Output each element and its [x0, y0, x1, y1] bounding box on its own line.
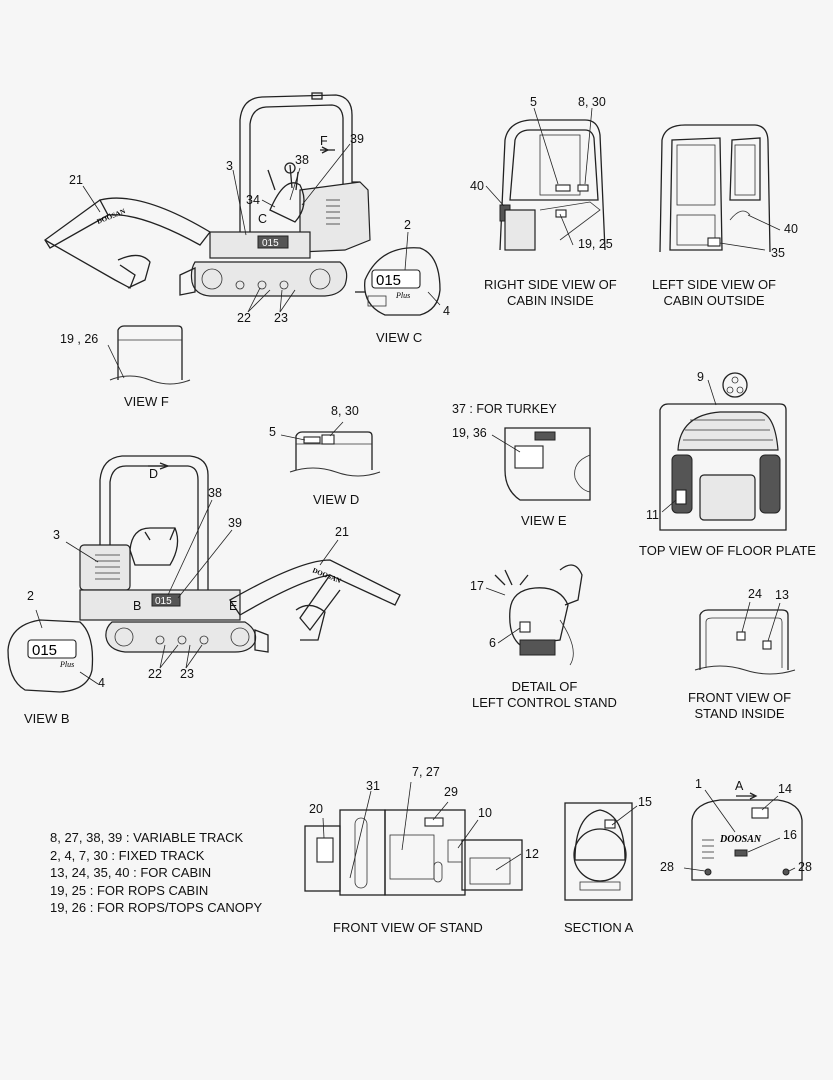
section-a-drawing — [564, 802, 638, 901]
callout-39-bottom: 39 — [228, 516, 242, 530]
callout-16: 16 — [783, 828, 797, 842]
legend-line: 19, 25 : FOR ROPS CABIN — [50, 882, 209, 898]
legend-line: 8, 27, 38, 39 : VARIABLE TRACK — [50, 830, 244, 845]
callout-39-top: 39 — [350, 132, 364, 146]
callout-19-26-view-f: 19 , 26 — [60, 332, 99, 346]
callout-10: 10 — [478, 806, 492, 820]
callout-23-top: 23 — [274, 311, 288, 325]
model-decal-view-c: 015 — [376, 272, 401, 289]
plus-decal-view-c: Plus — [395, 291, 410, 300]
control-stand-drawing — [485, 564, 583, 666]
callout-20: 20 — [309, 802, 323, 816]
boom-logo-bottom: DOOSAN — [311, 566, 342, 585]
callout-24: 24 — [748, 587, 762, 601]
callout-29: 29 — [444, 785, 458, 799]
rear-cover-drawing: DOOSAN — [683, 789, 803, 881]
callout-13: 13 — [775, 588, 789, 602]
callout-28-right: 28 — [798, 860, 812, 874]
note-37-for-turkey: 37 : FOR TURKEY — [452, 402, 557, 416]
callout-8-30-view-d: 8, 30 — [331, 404, 359, 418]
callout-17: 17 — [470, 579, 484, 593]
callout-35: 35 — [771, 246, 785, 260]
callout-31: 31 — [366, 779, 380, 793]
rear-cover-logo: DOOSAN — [719, 834, 762, 845]
legend-line: 19, 26 : FOR ROPS/TOPS CANOPY — [50, 900, 263, 915]
callout-12: 12 — [525, 847, 539, 861]
callout-14: 14 — [778, 782, 792, 796]
callout-38-top: 38 — [295, 153, 309, 167]
callout-3-bottom: 3 — [53, 528, 60, 542]
callout-5-right-cabin: 5 — [530, 95, 537, 109]
callout-19-25-right-cabin: 19, 25 — [578, 237, 613, 251]
callout-f-arrow: F — [320, 134, 328, 148]
plus-decal-view-b: Plus — [59, 660, 74, 669]
caption-front-stand: FRONT VIEW OF STAND — [333, 920, 483, 935]
callout-a-arrow: A — [735, 779, 744, 793]
caption-view-c: VIEW C — [376, 330, 423, 345]
callout-23-bottom: 23 — [180, 667, 194, 681]
callout-8-30-right-cabin: 8, 30 — [578, 95, 606, 109]
callout-15: 15 — [638, 795, 652, 809]
callout-7-27: 7, 27 — [412, 765, 440, 779]
callout-e-arrow: E — [229, 599, 238, 613]
callout-5-view-d: 5 — [269, 425, 276, 439]
callout-21-top: 21 — [69, 173, 83, 187]
callout-c-arrow: C — [258, 212, 268, 226]
boom-logo-top: DOOSAN — [96, 207, 127, 226]
view-f-drawing — [107, 325, 191, 385]
callout-40-right-cabin: 40 — [470, 179, 484, 193]
excavator-top-drawing: 015 DOOSAN 015 Plus — [44, 92, 441, 316]
view-d-drawing — [280, 421, 381, 477]
caption-view-e: VIEW E — [521, 513, 567, 528]
callout-22-top: 22 — [237, 311, 251, 325]
callout-38-bottom: 38 — [208, 486, 222, 500]
model-decal-bottom: 015 — [155, 596, 172, 607]
front-stand-drawing — [304, 781, 523, 896]
callout-34: 34 — [246, 193, 260, 207]
callout-3-top: 3 — [226, 159, 233, 173]
right-cabin-drawing — [485, 107, 606, 251]
callout-21-bottom: 21 — [335, 525, 349, 539]
callout-40-left-cabin: 40 — [784, 222, 798, 236]
caption-view-b: VIEW B — [24, 711, 70, 726]
callout-19-36: 19, 36 — [452, 426, 487, 440]
callout-28-left: 28 — [660, 860, 674, 874]
stand-inside-drawing — [694, 601, 796, 675]
view-e-drawing — [491, 427, 591, 501]
caption-view-d: VIEW D — [313, 492, 360, 507]
legend-line: 13, 24, 35, 40 : FOR CABIN — [50, 865, 212, 880]
callout-2-bottom: 2 — [27, 589, 34, 603]
model-decal-top: 015 — [262, 238, 279, 249]
callout-2-top: 2 — [404, 218, 411, 232]
left-cabin-drawing — [659, 124, 781, 253]
callout-4-bottom: 4 — [98, 676, 105, 690]
caption-floor-plate: TOP VIEW OF FLOOR PLATE — [639, 543, 816, 558]
floor-plate-drawing — [659, 372, 787, 531]
callout-9: 9 — [697, 370, 704, 384]
callout-6: 6 — [489, 636, 496, 650]
callout-b-arrow: B — [133, 599, 142, 613]
legend-line: 2, 4, 7, 30 : FIXED TRACK — [50, 847, 205, 863]
callout-1: 1 — [695, 777, 702, 791]
callout-4-top: 4 — [443, 304, 450, 318]
model-decal-view-b: 015 — [32, 642, 57, 659]
legend-notes: 8, 27, 38, 39 : VARIABLE TRACK 2, 4, 7, … — [50, 829, 262, 917]
callout-d-arrow: D — [149, 467, 159, 481]
caption-view-f: VIEW F — [124, 394, 169, 409]
callout-22-bottom: 22 — [148, 667, 162, 681]
callout-11: 11 — [646, 508, 659, 522]
excavator-bottom-drawing: 015 DOOSAN 015 Plus — [7, 455, 401, 693]
caption-section-a: SECTION A — [564, 920, 634, 935]
